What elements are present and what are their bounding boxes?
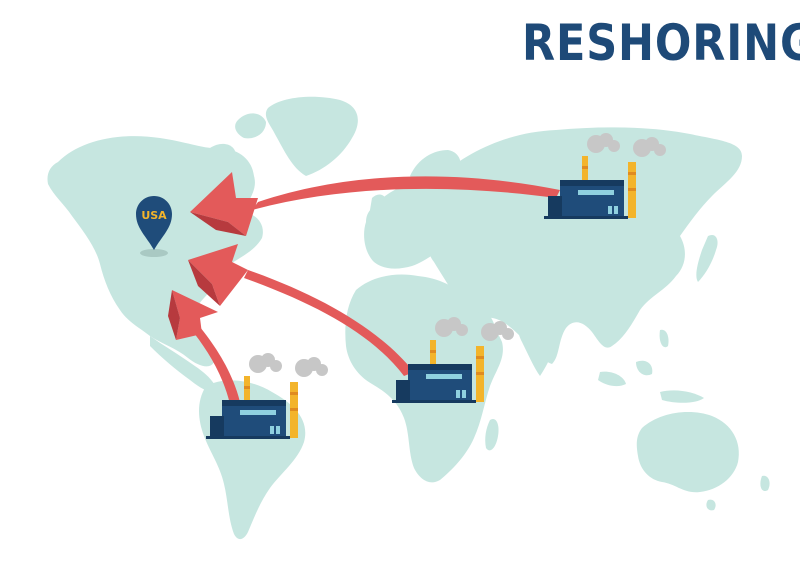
tasmania-shape — [706, 499, 716, 511]
sea-islands-shape-2 — [636, 360, 653, 376]
factory-icon-africa — [392, 317, 514, 403]
smoke-puff — [502, 328, 514, 340]
smoke-puff — [456, 324, 468, 336]
smoke-puff — [316, 364, 328, 376]
factory-door — [608, 206, 612, 214]
chimney-stripe — [244, 386, 250, 389]
usa-label: USA — [141, 209, 167, 222]
factory-door — [614, 206, 618, 214]
factory-window — [578, 190, 614, 195]
world-map — [47, 96, 770, 540]
factory-annex — [396, 380, 410, 402]
chimney-stripe — [628, 172, 636, 175]
arrow-asia-to-usa — [190, 172, 560, 236]
factories-layer — [206, 133, 666, 439]
sea-islands-shape-3 — [660, 390, 704, 403]
factory-roof — [560, 180, 624, 186]
sea-islands-shape — [598, 371, 626, 387]
factory-base — [392, 400, 476, 403]
factory-icon-south-america — [206, 353, 328, 439]
chimney-stripe — [582, 166, 588, 169]
smoke-puff — [654, 144, 666, 156]
factory-roof — [408, 364, 472, 370]
factory-base — [544, 216, 628, 219]
chimney-stripe — [476, 372, 484, 375]
factory-icon-asia — [544, 133, 666, 219]
chimney-stripe — [290, 392, 298, 395]
factory-door — [462, 390, 466, 398]
factory-annex — [548, 196, 562, 218]
factory-base — [206, 436, 290, 439]
arrow-africa-to-usa — [188, 244, 414, 376]
arctic-islands-shape — [235, 113, 266, 139]
arrows-layer — [168, 172, 560, 404]
arrow-south-america-to-usa — [168, 290, 240, 404]
chimney-stripe — [476, 356, 484, 359]
madagascar-shape — [485, 418, 499, 451]
smoke-puff — [608, 140, 620, 152]
page-title: RESHORING — [522, 14, 800, 72]
new-zealand-shape — [760, 475, 770, 492]
india-shape — [517, 318, 556, 376]
factory-window — [240, 410, 276, 415]
central-america-shape — [150, 336, 218, 393]
greenland-shape — [265, 96, 358, 176]
factory-annex — [210, 416, 224, 438]
factory-roof — [222, 400, 286, 406]
location-pin-icon: USA — [136, 196, 172, 257]
factory-window — [426, 374, 462, 379]
japan-shape — [696, 234, 718, 282]
chimney-stripe — [628, 188, 636, 191]
factory-door — [270, 426, 274, 434]
factory-door — [276, 426, 280, 434]
smoke-puff — [270, 360, 282, 372]
philippines-shape — [659, 329, 669, 348]
chimney-stripe — [430, 350, 436, 353]
factory-door — [456, 390, 460, 398]
chimney-stripe — [290, 408, 298, 411]
uk-shape — [370, 194, 386, 213]
australia-shape — [636, 412, 739, 493]
